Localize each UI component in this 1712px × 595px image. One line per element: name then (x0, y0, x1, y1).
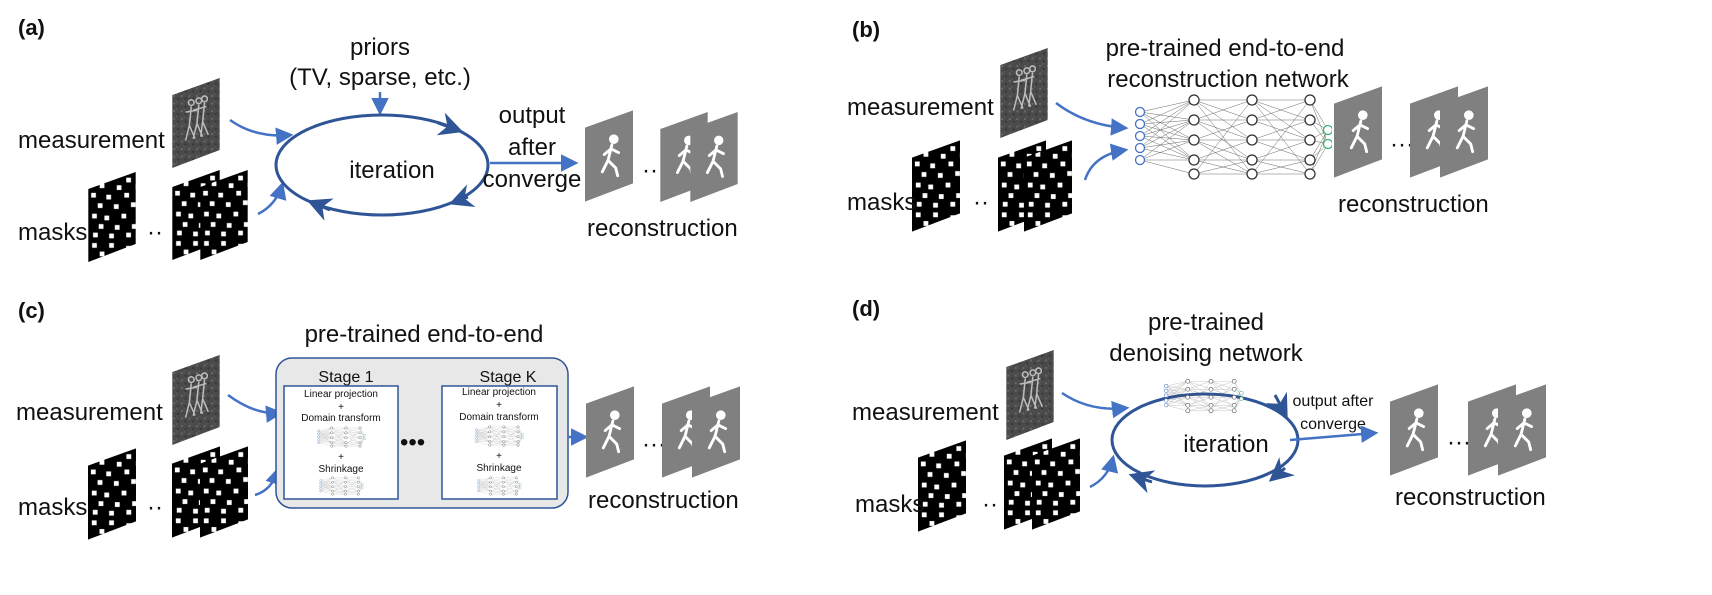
measurement-image (172, 355, 220, 445)
plus-sign: + (496, 451, 502, 462)
loop-arrowhead (436, 112, 464, 136)
reconstruction-frame (1390, 384, 1438, 476)
output-label: output after (1293, 393, 1375, 410)
stage-1-title: Stage 1 (318, 369, 373, 386)
measurement-label: measurement (16, 399, 163, 426)
measurement-image (172, 78, 220, 168)
mask-image (912, 140, 960, 232)
reconstruction-frame (1334, 86, 1382, 178)
measurement-image (1006, 350, 1054, 440)
measurement-arrow (1055, 102, 1129, 136)
masks-arrow (254, 466, 283, 497)
masks-ellipsis: ·· (147, 494, 163, 521)
network-title: reconstruction network (1107, 66, 1349, 93)
panel-d: (d) pre-trained denoising network measur… (852, 296, 1546, 532)
panel-c-label: (c) (18, 298, 45, 323)
measurement-arrow (229, 118, 294, 145)
loop-arrowhead (1128, 470, 1156, 494)
stage-1-box (283, 385, 399, 500)
reconstruction-network (1134, 94, 1332, 180)
reconstruction-label: reconstruction (587, 215, 738, 242)
masks-arrow (1083, 143, 1129, 181)
measurement-arrow (1061, 391, 1130, 419)
recon-ellipsis: ··· (642, 431, 666, 458)
masks-label: masks (18, 219, 87, 246)
masks-ellipsis: ·· (147, 219, 163, 246)
masks-arrow (257, 181, 287, 216)
reconstruction-label: reconstruction (1338, 191, 1489, 218)
masks-label: masks (18, 494, 87, 521)
shrinkage-label: Shrinkage (476, 463, 521, 474)
stages-title: pre-trained end-to-end (305, 321, 544, 348)
loop-arrowhead (448, 184, 476, 208)
mask-image (88, 172, 136, 262)
network-title: pre-trained end-to-end (1106, 35, 1345, 62)
reconstruction-label: reconstruction (588, 487, 739, 514)
recon-ellipsis: ··· (1447, 429, 1471, 456)
domain-transform-label: Domain transform (459, 412, 538, 423)
masks-label: masks (855, 491, 924, 518)
stage-k-title: Stage K (480, 369, 537, 386)
output-arrow (1289, 425, 1379, 443)
loop-arrowhead (306, 198, 334, 221)
masks-label: masks (847, 189, 916, 216)
measurement-arrow (227, 393, 284, 423)
mask-image (88, 448, 136, 540)
priors-detail-label: (TV, sparse, etc.) (289, 64, 471, 91)
masks-ellipsis: ·· (982, 491, 998, 518)
output-label: converge (1300, 416, 1366, 433)
reconstruction-frame (585, 110, 633, 202)
output-label: converge (483, 166, 582, 193)
priors-label: priors (350, 34, 410, 61)
stage-dots: ••• (400, 429, 425, 456)
domain-transform-label: Domain transform (301, 413, 380, 424)
measurement-label: measurement (847, 94, 994, 121)
shrinkage-label: Shrinkage (318, 464, 363, 475)
loop-arrowhead (1268, 457, 1295, 482)
linear-projection-label: Linear projection (304, 389, 378, 400)
reconstruction-frame (586, 386, 634, 478)
panel-d-label: (d) (852, 296, 880, 321)
panel-c: (c) pre-trained end-to-end measurement m… (16, 298, 740, 540)
panel-b: (b) pre-trained end-to-end reconstructio… (847, 17, 1489, 232)
loop-arrowhead (1265, 391, 1288, 419)
output-label: output (499, 102, 566, 129)
panel-a: (a) priors (TV, sparse, etc.) measuremen… (18, 15, 738, 262)
measurement-label: measurement (852, 399, 999, 426)
panel-a-label: (a) (18, 15, 45, 40)
plus-sign: + (338, 452, 344, 463)
denoiser-title: pre-trained (1148, 309, 1264, 336)
plus-sign: + (338, 402, 344, 413)
output-label: after (508, 134, 556, 161)
iteration-label: iteration (349, 157, 434, 184)
masks-ellipsis: ·· (973, 189, 989, 216)
iteration-loop (274, 113, 490, 217)
masks-arrow (1089, 454, 1119, 489)
recon-ellipsis: ··· (1390, 131, 1414, 158)
iteration-label: iteration (1183, 431, 1268, 458)
mask-image (918, 440, 966, 532)
measurement-label: measurement (18, 127, 165, 154)
reconstruction-label: reconstruction (1395, 484, 1546, 511)
panel-b-label: (b) (852, 17, 880, 42)
linear-projection-label: Linear projection (462, 387, 536, 398)
recon-ellipsis: ··· (642, 157, 666, 184)
plus-sign: + (496, 400, 502, 411)
denoiser-title: denoising network (1109, 340, 1303, 367)
measurement-image (1000, 48, 1048, 138)
